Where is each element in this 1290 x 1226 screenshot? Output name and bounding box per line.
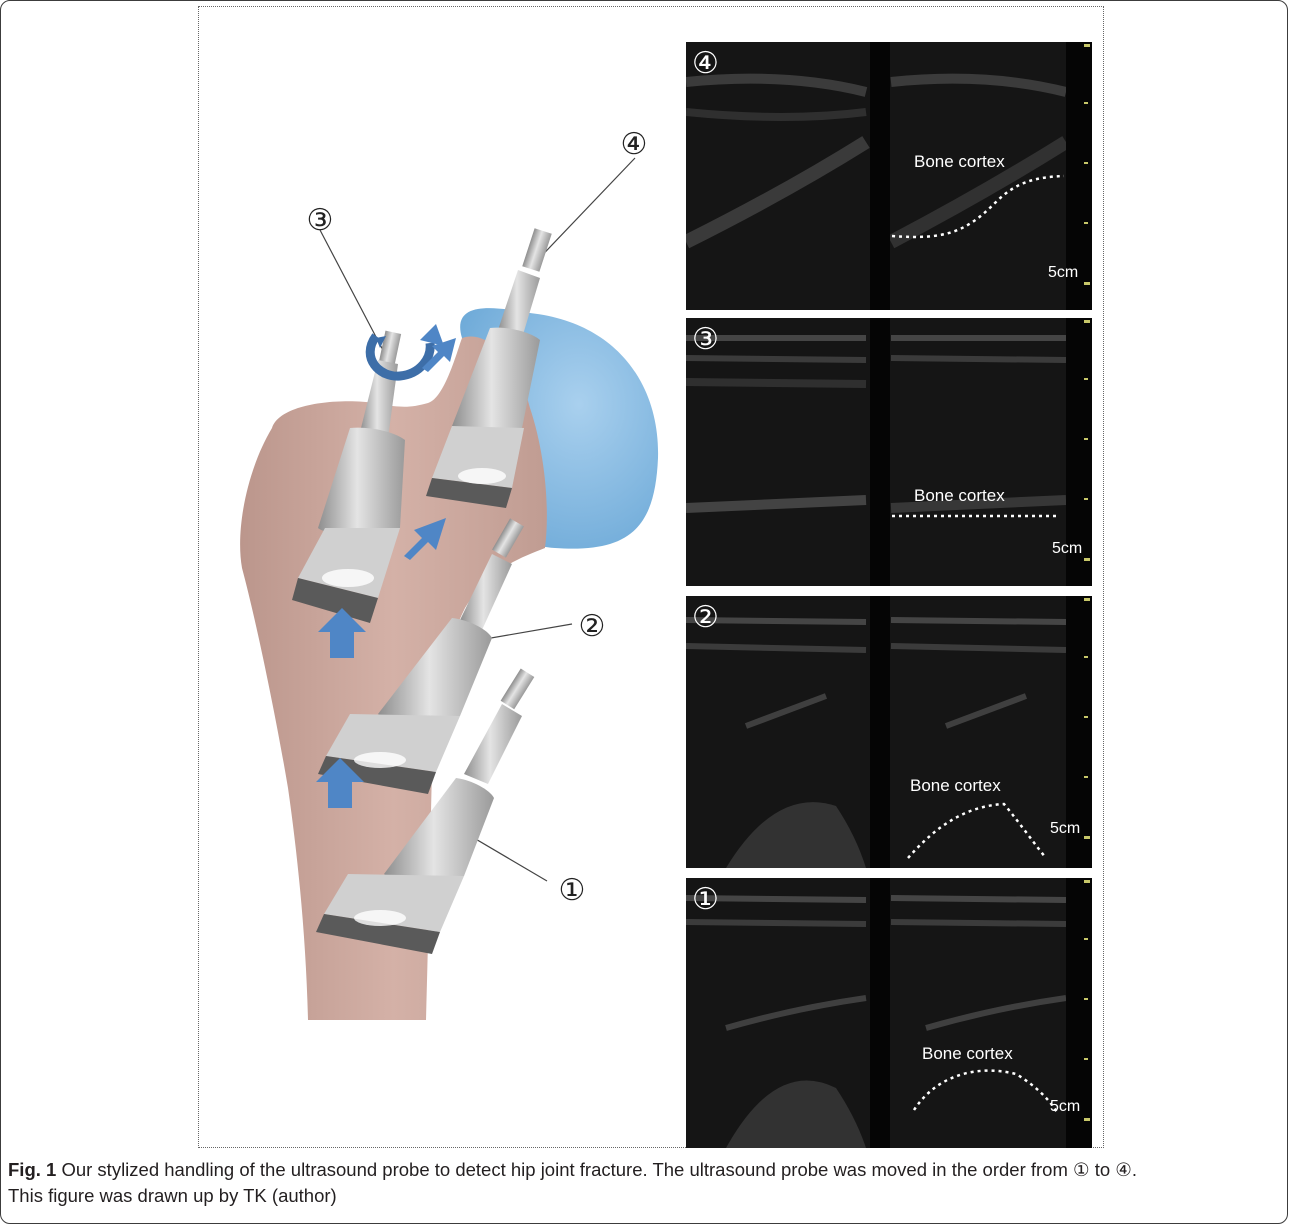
caption-fig-label: Fig. 1 xyxy=(8,1159,56,1180)
ultrasound-panel-3: ③ Bone cortex 5cm xyxy=(686,318,1092,586)
scale-label: 5cm xyxy=(1050,820,1080,838)
bone-cortex-label: Bone cortex xyxy=(914,152,1005,172)
panel-number: ④ xyxy=(692,46,719,81)
panel-number: ② xyxy=(692,600,719,635)
callout-4: ④ xyxy=(621,127,648,162)
caption-line-1: Our stylized handling of the ultrasound … xyxy=(56,1159,1137,1180)
femur-illustration: ③ ④ ② ① xyxy=(200,8,680,1138)
ultrasound-panel-1: ① Bone cortex 5cm xyxy=(686,878,1092,1148)
panel-number: ① xyxy=(692,882,719,917)
bone-cortex-label: Bone cortex xyxy=(914,486,1005,506)
figure-caption: Fig. 1 Our stylized handling of the ultr… xyxy=(8,1157,1278,1209)
caption-line-2: This figure was drawn up by TK (author) xyxy=(8,1185,337,1206)
ultrasound-panel-4: ④ Bone cortex 5cm xyxy=(686,42,1092,310)
scale-label: 5cm xyxy=(1050,1098,1080,1116)
scale-label: 5cm xyxy=(1052,540,1082,558)
bone-cortex-label: Bone cortex xyxy=(910,776,1001,796)
callout-3: ③ xyxy=(307,203,334,238)
bone-cortex-label: Bone cortex xyxy=(922,1044,1013,1064)
panel-number: ③ xyxy=(692,322,719,357)
callout-2: ② xyxy=(579,609,606,644)
ultrasound-panel-2: ② Bone cortex 5cm xyxy=(686,596,1092,868)
callout-1: ① xyxy=(559,873,586,908)
scale-label: 5cm xyxy=(1048,264,1078,282)
